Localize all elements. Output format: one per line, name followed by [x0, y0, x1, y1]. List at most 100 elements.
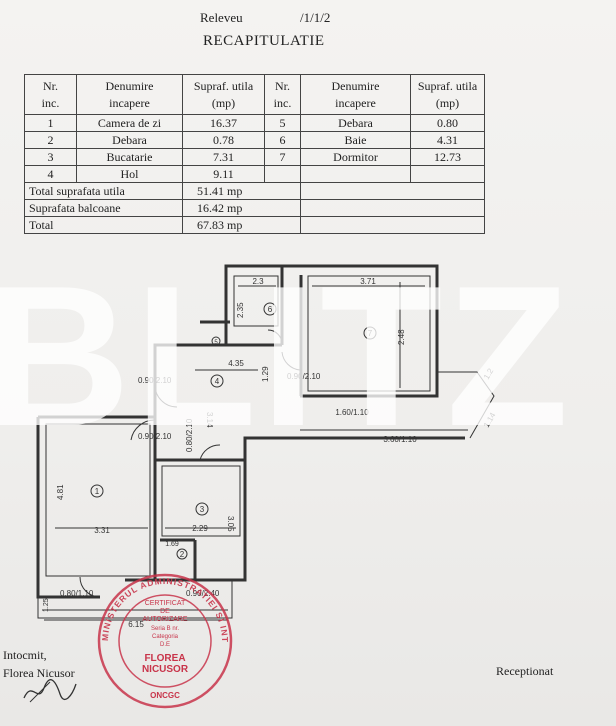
- door-balcon: [79, 576, 101, 598]
- prepared-by-name: Florea Nicusor: [3, 666, 75, 680]
- room-circle: [195, 502, 209, 516]
- table-row: 3 Bucatarie 7.31 7 Dormitor 12.73: [24, 148, 485, 166]
- door-entrance: [154, 384, 178, 408]
- table-row: 4 Hol 9.11: [24, 165, 485, 183]
- total-label: Suprafata balcoane: [24, 199, 183, 217]
- header-nr: Nr.inc.: [24, 74, 77, 115]
- header-suprafata: Supraf. utila(mp): [182, 74, 265, 115]
- total-row: Total 67.83 mp: [24, 216, 485, 234]
- total-label: Total: [24, 216, 183, 234]
- stamp-text: Seria B nr.: [151, 626, 179, 632]
- cell-area: 0.78: [182, 131, 265, 149]
- wall-outer-top: [38, 264, 439, 419]
- cell-nr: 2: [24, 131, 77, 149]
- cell-name: Bucatarie: [76, 148, 183, 166]
- header-nr-2: Nr.inc.: [264, 74, 301, 115]
- room-circle: [210, 374, 224, 388]
- dim-label: 3.71: [360, 277, 376, 286]
- door-camera: [130, 419, 156, 441]
- balcon-bottom: [37, 580, 233, 619]
- dim-label: 3.31: [94, 526, 110, 535]
- camera-outline: [45, 423, 151, 577]
- room-circle: [363, 326, 377, 340]
- cell-empty: [300, 182, 485, 200]
- releveu-number: /1/1/2: [300, 10, 331, 25]
- room-number: 1: [95, 487, 100, 496]
- header-suprafata-2: Supraf. utila(mp): [410, 74, 485, 115]
- door-label: 0.80/2.10: [185, 418, 194, 452]
- stamp-text: ONCGC: [150, 691, 180, 700]
- prepared-by-label: Intocmit,: [3, 648, 47, 662]
- total-value: 16.42 mp: [182, 199, 301, 217]
- cell-empty: [300, 165, 411, 183]
- cell-nr: 4: [24, 165, 77, 183]
- dim-label: 2.29: [192, 524, 208, 533]
- dim-label: 3.14: [205, 412, 214, 428]
- balcon-right: [437, 371, 495, 439]
- dim-label: 4.35: [228, 359, 244, 368]
- dim-label: 3.05: [226, 516, 235, 532]
- total-row: Suprafata balcoane 16.42 mp: [24, 199, 485, 217]
- cell-area: 4.31: [410, 131, 485, 149]
- official-stamp: MINISTERUL ADMINISTRATIEI SI INTERNELOR …: [96, 572, 233, 709]
- cell-empty: [410, 165, 485, 183]
- door-label: 0.90/2.40: [186, 589, 220, 598]
- cell-nr: 7: [264, 148, 301, 166]
- total-value: 51.41 mp: [182, 182, 301, 200]
- table-row: 2 Debara 0.78 6 Baie 4.31: [24, 131, 485, 149]
- room-circle: [263, 302, 277, 316]
- cell-name: Camera de zi: [76, 114, 183, 132]
- cell-name: Debara: [76, 131, 183, 149]
- cell-area: 0.80: [410, 114, 485, 132]
- table-row: 1 Camera de zi 16.37 5 Debara 0.80: [24, 114, 485, 132]
- room-number: 2: [180, 550, 185, 559]
- stamp-text: DE: [160, 608, 170, 615]
- dim-label: 6.15: [128, 620, 144, 629]
- dim-label: 1.60/1.10: [335, 408, 369, 417]
- door-label: 0.80/1.10: [60, 589, 94, 598]
- bucatarie-outline: [161, 465, 241, 537]
- cell-nr: 1: [24, 114, 77, 132]
- cell-nr: 6: [264, 131, 301, 149]
- door-label: 0.90/2.10: [138, 376, 172, 385]
- cell-area: 9.11: [182, 165, 265, 183]
- room-number: 3: [200, 505, 205, 514]
- total-label: Total suprafata utila: [24, 182, 183, 200]
- door-label: 0.90/2.10: [287, 372, 321, 381]
- room-number: 5: [214, 340, 218, 346]
- door-label: 0.90/2.10: [138, 432, 172, 441]
- door-baie: [267, 329, 283, 345]
- stamp-text: FLOREA: [144, 653, 185, 664]
- dim-label: 1.69: [165, 541, 179, 548]
- total-value: 67.83 mp: [182, 216, 301, 234]
- dormitor-outline: [307, 275, 431, 392]
- door-dormitor: [281, 351, 301, 371]
- wall-bottom-right: [125, 436, 465, 582]
- stamp-text: AUTORIZARE: [143, 616, 188, 623]
- dim-label: 1.2: [482, 366, 496, 381]
- wall-left: [36, 417, 100, 599]
- cell-empty: [264, 165, 301, 183]
- stamp-text: Categoria: [152, 634, 179, 640]
- dim-label: 2.48: [397, 329, 406, 345]
- cell-area: 16.37: [182, 114, 265, 132]
- cell-empty: [300, 216, 485, 234]
- stamp-text: D.E: [160, 642, 170, 648]
- room-circle: [211, 336, 221, 346]
- room-circle: [90, 484, 104, 498]
- dim-label: 2.3: [252, 277, 264, 286]
- stamp-text: NICUSOR: [142, 664, 189, 675]
- room-number: 4: [215, 377, 220, 386]
- received-label: Receptionat: [496, 664, 554, 678]
- releveu-label: Releveu: [200, 10, 243, 25]
- cell-area: 7.31: [182, 148, 265, 166]
- dim-label: 2.35: [236, 302, 245, 318]
- cell-nr: 5: [264, 114, 301, 132]
- room-number: 7: [368, 329, 373, 338]
- cell-empty: [300, 199, 485, 217]
- room-number: 6: [268, 305, 273, 314]
